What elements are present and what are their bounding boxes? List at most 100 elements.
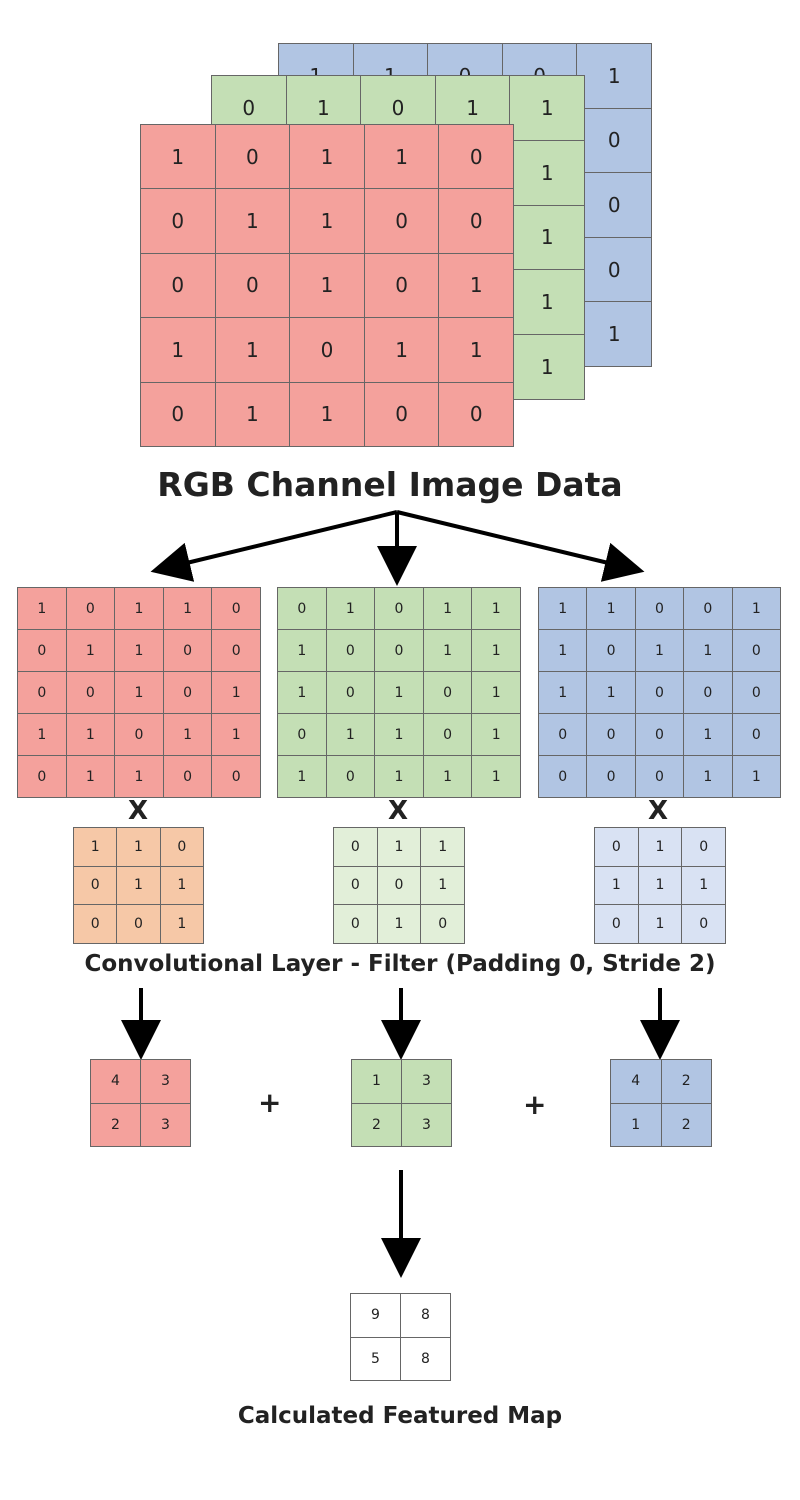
matrix-cell: 0 [375,588,424,630]
matrix-cell: 1 [66,630,116,672]
matrix-cell: 0 [326,756,376,798]
matrix-cell: 0 [74,905,118,944]
matrix-cell: 0 [587,714,636,756]
matrix-cell: 1 [472,672,521,714]
multiply-sign-green: X [388,796,409,826]
matrix-cell: 1 [595,866,639,906]
stack-title: RGB Channel Image Data [157,465,623,504]
matrix-cell: 3 [141,1103,191,1147]
matrix-cell: 1 [364,125,440,190]
matrix-cell: 0 [682,828,726,867]
matrix-cell: 0 [115,714,164,756]
matrix-cell: 1 [587,588,636,630]
matrix-cell: 1 [66,714,116,756]
feature-map-title: Calculated Featured Map [237,1403,563,1429]
matrix-cell: 0 [577,173,652,238]
matrix-cell: 0 [423,672,473,714]
matrix-cell: 1 [682,866,726,906]
matrix-cell: 8 [401,1337,451,1381]
matrix-cell: 0 [577,237,652,303]
matrix-cell: 1 [117,866,161,906]
matrix-cell: 1 [163,588,213,630]
matrix-cell: 1 [510,335,585,400]
matrix-cell: 0 [595,905,639,944]
matrix-cell: 0 [212,630,261,672]
matrix-cell: 0 [334,866,378,906]
matrix-cell: 1 [290,189,365,254]
matrix-cell: 1 [732,756,781,798]
matrix-cell: 1 [163,714,213,756]
matrix-cell: 1 [638,905,683,944]
matrix-cell: 1 [160,905,204,944]
matrix-cell: 1 [115,672,164,714]
matrix-cell: 1 [18,714,67,756]
matrix-cell: 0 [212,588,261,630]
matrix-cell: 0 [587,630,636,672]
matrix-cell: 0 [375,630,424,672]
matrix-cell: 1 [278,630,327,672]
matrix-cell: 1 [352,1060,402,1104]
matrix-cell: 1 [539,672,588,714]
matrix-cell: 0 [163,630,213,672]
matrix-cell: 0 [684,588,733,630]
matrix-cell: 1 [539,588,588,630]
matrix-cell: 0 [66,672,116,714]
matrix-cell: 1 [684,756,733,798]
matrix-cell: 0 [278,588,327,630]
matrix-cell: 1 [472,630,521,672]
matrix-cell: 0 [141,189,216,254]
matrix-cell: 0 [423,714,473,756]
matrix-cell: 1 [290,125,365,190]
matrix-cell: 2 [352,1103,402,1147]
matrix-cell: 0 [141,382,216,447]
matrix-cell: 1 [423,630,473,672]
matrix-cell: 0 [635,714,685,756]
matrix-cell: 1 [66,756,116,798]
matrix-cell: 1 [472,588,521,630]
matrix-cell: 0 [141,253,216,319]
matrix-cell: 0 [212,756,261,798]
matrix-cell: 0 [290,318,365,383]
matrix-cell: 1 [115,756,164,798]
matrix-cell: 1 [638,828,683,867]
matrix-cell: 0 [732,630,781,672]
matrix-cell: 0 [595,828,639,867]
matrix-cell: 3 [402,1103,452,1147]
matrix-cell: 0 [215,125,291,190]
matrix-cell: 0 [364,253,440,319]
matrix-cell: 0 [635,756,685,798]
matrix-cell: 8 [401,1294,451,1338]
matrix-cell: 1 [215,189,291,254]
matrix-cell: 0 [364,382,440,447]
plus-sign-2: + [523,1088,547,1121]
matrix-cell: 0 [439,189,514,254]
arrow-to-blue [396,510,645,582]
matrix-cell: 1 [439,318,514,383]
matrix-cell: 0 [163,672,213,714]
matrix-cell: 1 [611,1103,662,1147]
matrix-cell: 0 [74,866,118,906]
matrix-cell: 2 [661,1060,712,1104]
matrix-cell: 5 [351,1337,401,1381]
matrix-cell: 0 [18,630,67,672]
matrix-cell: 0 [160,828,204,867]
matrix-cell: 1 [375,714,424,756]
matrix-cell: 3 [141,1060,191,1104]
matrix-cell: 0 [377,866,422,906]
matrix-cell: 1 [160,866,204,906]
matrix-cell: 0 [334,905,378,944]
matrix-cell: 0 [334,828,378,867]
matrix-cell: 1 [117,828,161,867]
arrow-to-red [150,510,398,582]
matrix-cell: 4 [91,1060,141,1104]
matrix-cell: 0 [539,756,588,798]
matrix-cell: 1 [115,630,164,672]
matrix-cell: 0 [18,672,67,714]
matrix-cell: 1 [364,318,440,383]
